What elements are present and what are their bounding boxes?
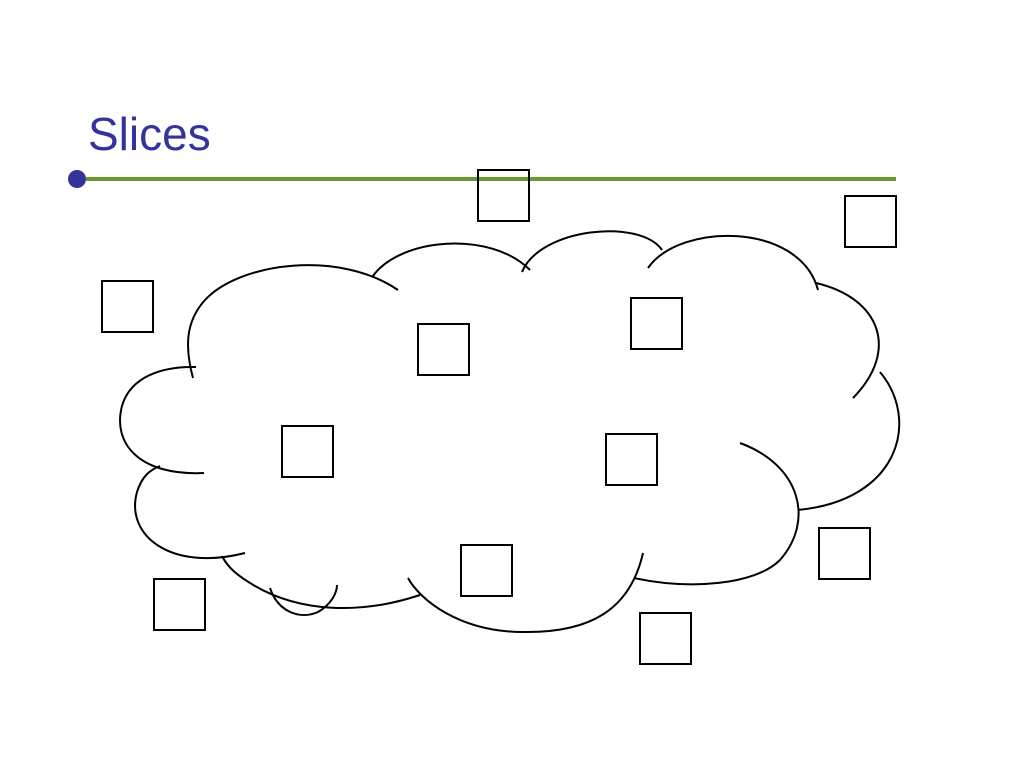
- cloud-lobe: [407, 552, 644, 634]
- cloud-lobe: [134, 465, 246, 559]
- cloud-lobe: [372, 242, 531, 277]
- square: [153, 578, 206, 631]
- square: [844, 195, 897, 248]
- title-rule: [86, 177, 896, 181]
- cloud-lobe: [221, 555, 421, 610]
- slide-title: Slices: [88, 108, 211, 160]
- square: [605, 433, 658, 486]
- cloud-small-arc: [269, 584, 338, 616]
- square: [639, 612, 692, 665]
- cloud-lobe: [119, 365, 205, 475]
- cloud-lobe: [187, 264, 399, 379]
- square: [818, 527, 871, 580]
- cloud-lobe: [521, 230, 663, 273]
- cloud-lobe: [815, 282, 880, 399]
- cloud-lobe: [647, 234, 819, 291]
- title-bullet: [68, 170, 86, 188]
- cloud-lobe: [633, 442, 800, 586]
- cloud-outline: [119, 230, 901, 634]
- cloud-lobe: [797, 371, 901, 511]
- square: [460, 544, 513, 597]
- square: [630, 297, 683, 350]
- square: [281, 425, 334, 478]
- squares: [101, 169, 897, 665]
- square: [417, 323, 470, 376]
- square: [477, 169, 530, 222]
- square: [101, 280, 154, 333]
